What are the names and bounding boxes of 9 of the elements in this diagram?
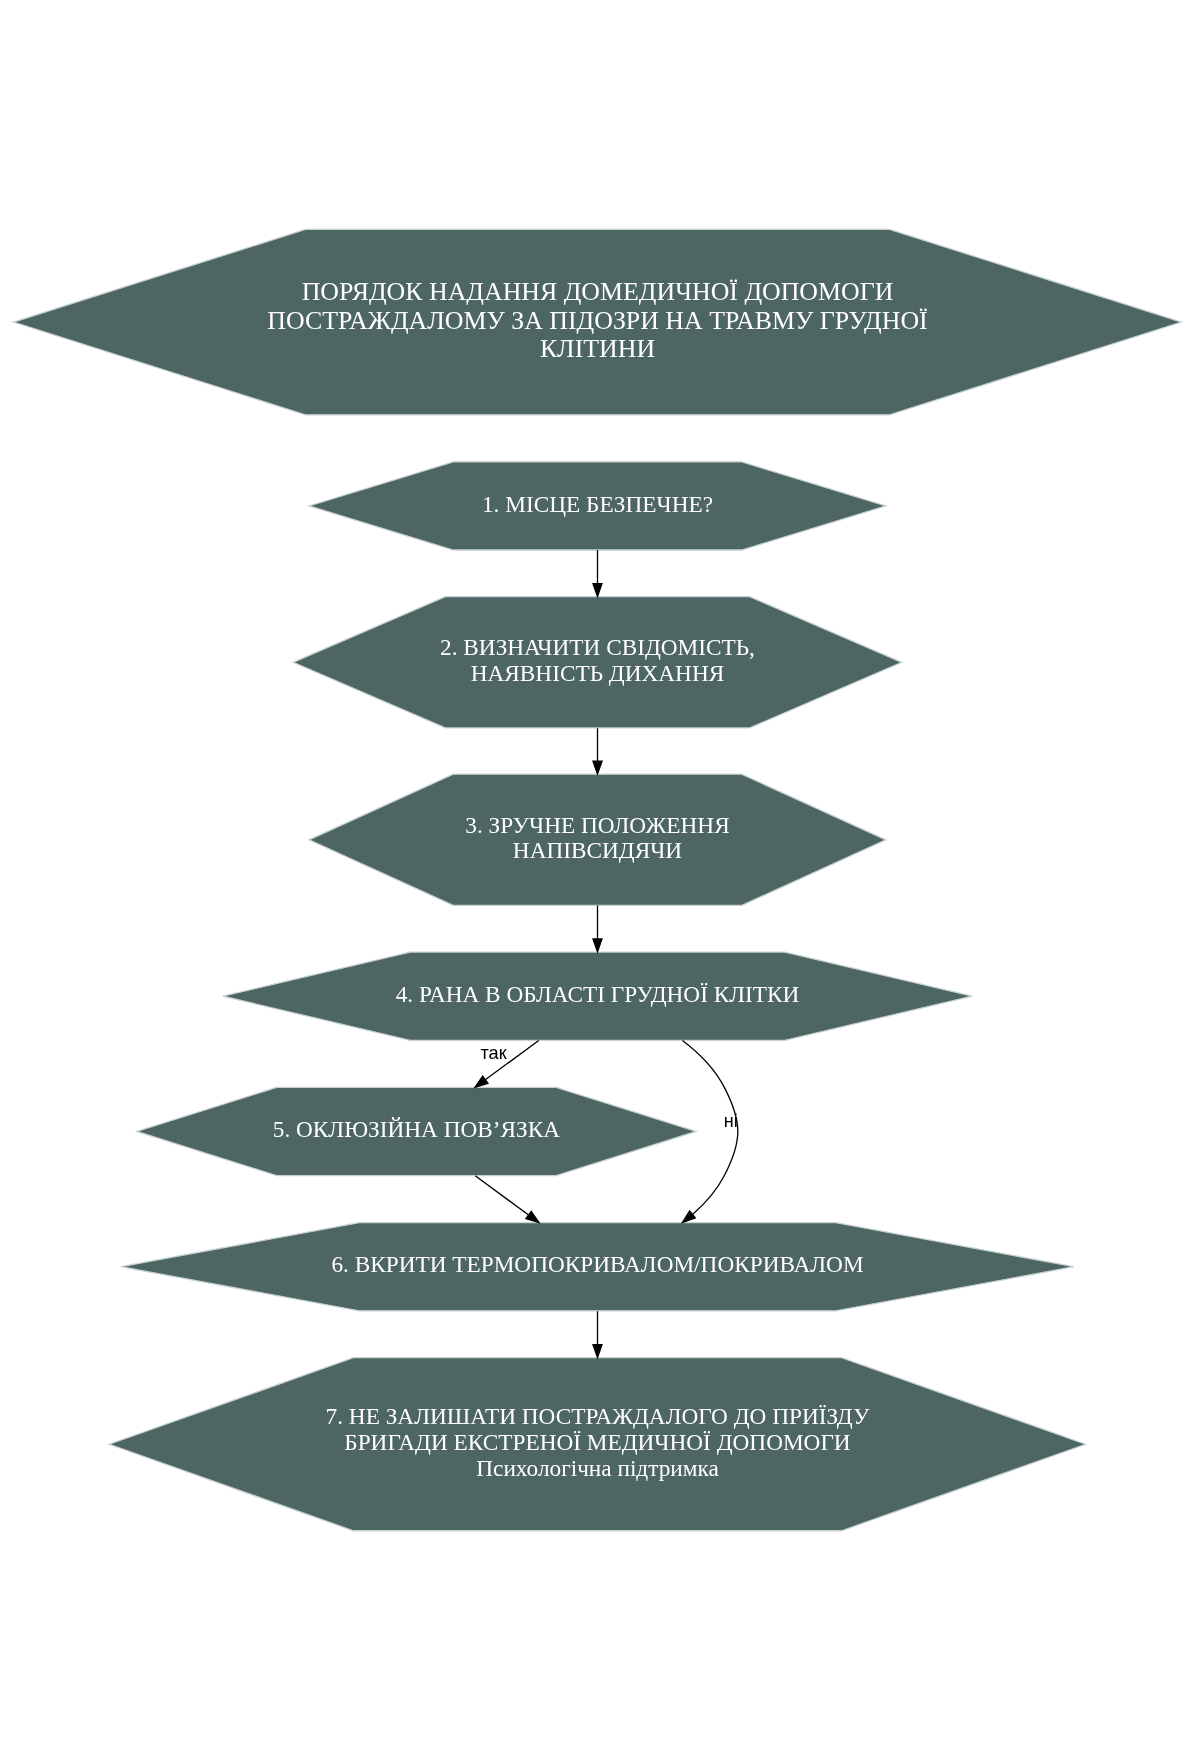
arrow — [592, 549, 603, 599]
arrow — [592, 1310, 603, 1360]
edge-label: ні — [723, 1110, 738, 1131]
arrow — [680, 1039, 739, 1224]
arrow — [474, 1175, 541, 1224]
edge-label: так — [480, 1043, 507, 1064]
arrow — [592, 904, 603, 954]
arrow — [473, 1039, 540, 1089]
arrow — [592, 727, 603, 777]
